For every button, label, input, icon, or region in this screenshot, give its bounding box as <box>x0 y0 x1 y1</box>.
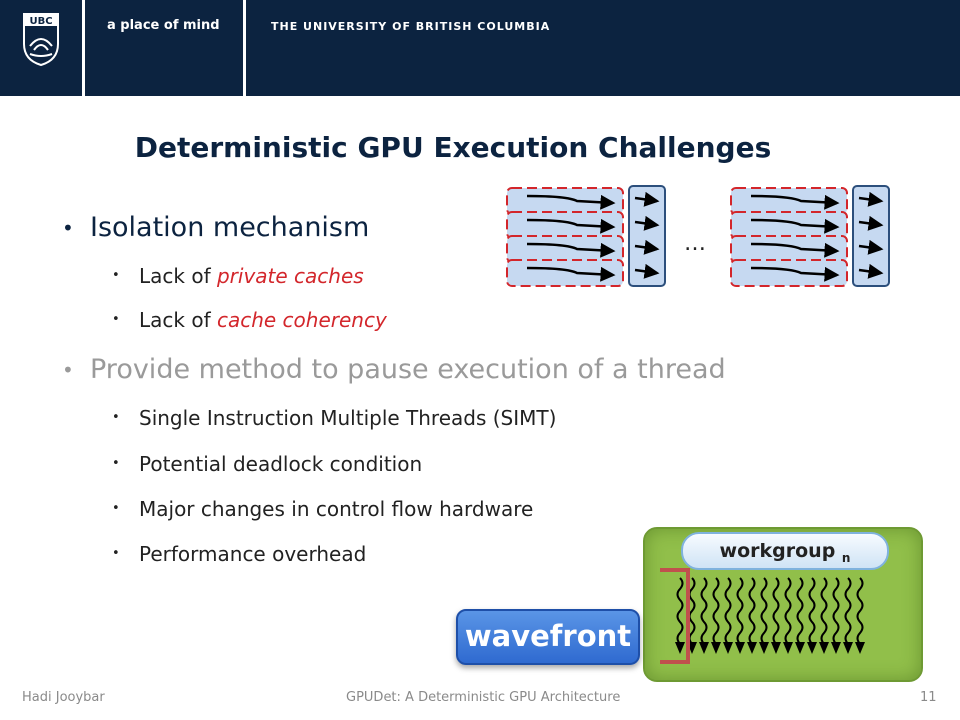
bullet-dot-icon: • <box>112 501 120 516</box>
thread-arrow <box>526 266 616 282</box>
slide-title: Deterministic GPU Execution Challenges <box>134 131 772 164</box>
bullet-dot-icon: • <box>62 216 74 240</box>
thread-arrowhead <box>699 642 709 654</box>
thread-wave <box>676 577 684 645</box>
thread-lane <box>506 235 624 263</box>
bullet-highlight: private caches <box>216 264 364 288</box>
compute-unit-left <box>506 185 666 287</box>
thread-arrowhead <box>759 642 769 654</box>
workgroup-label: workgroup n <box>681 532 889 570</box>
thread-waves <box>660 568 865 664</box>
scheduler-column <box>852 185 890 287</box>
scheduler-arrow <box>858 215 884 231</box>
header-bar: UBC a place of mind THE UNIVERSITY OF BR… <box>0 0 960 96</box>
scheduler-arrow <box>634 263 660 279</box>
thread-wave <box>844 577 852 645</box>
header-divider <box>82 0 85 96</box>
bullet-text: Single Instruction Multiple Threads (SIM… <box>139 406 557 430</box>
scheduler-column <box>628 185 666 287</box>
thread-arrowhead <box>843 642 853 654</box>
thread-wave <box>784 577 792 645</box>
thread-wave <box>772 577 780 645</box>
bullet-dot-icon: • <box>112 456 120 471</box>
thread-wave <box>724 577 732 645</box>
scheduler-arrow <box>858 239 884 255</box>
thread-wave <box>796 577 804 645</box>
scheduler-arrow <box>634 215 660 231</box>
thread-arrow <box>526 194 616 210</box>
thread-lane <box>506 187 624 215</box>
thread-arrow <box>750 266 840 282</box>
thread-wave <box>736 577 744 645</box>
thread-arrow <box>750 194 840 210</box>
thread-arrow <box>750 218 840 234</box>
bullet-text: Isolation mechanism <box>90 212 370 243</box>
thread-lane <box>730 259 848 287</box>
thread-arrowhead <box>807 642 817 654</box>
thread-arrowhead <box>711 642 721 654</box>
thread-arrowhead <box>831 642 841 654</box>
thread-wave <box>700 577 708 645</box>
header-divider <box>243 0 246 96</box>
university-name: THE UNIVERSITY OF BRITISH COLUMBIA <box>271 20 551 33</box>
thread-lane <box>506 259 624 287</box>
thread-arrow <box>750 242 840 258</box>
thread-wave <box>820 577 828 645</box>
bullet-highlight: cache coherency <box>216 308 387 332</box>
bullet-dot-icon: • <box>112 410 120 425</box>
thread-lane <box>730 235 848 263</box>
compute-unit-right <box>730 185 890 287</box>
thread-arrowhead <box>819 642 829 654</box>
thread-arrowhead <box>855 642 865 654</box>
page-number: 11 <box>920 690 937 705</box>
wavefront-label: wavefront <box>456 609 640 665</box>
bullet-prefix: Lack of <box>139 308 217 332</box>
thread-wave <box>832 577 840 645</box>
thread-lane <box>730 187 848 215</box>
scheduler-arrow <box>858 263 884 279</box>
thread-arrow <box>526 242 616 258</box>
scheduler-arrow <box>858 191 884 207</box>
thread-arrowhead <box>675 642 685 654</box>
tagline: a place of mind <box>107 18 220 33</box>
thread-arrowhead <box>723 642 733 654</box>
bullet-text: Potential deadlock condition <box>139 452 423 476</box>
ubc-crest-icon: UBC <box>23 13 59 66</box>
thread-lane <box>506 211 624 239</box>
thread-arrowhead <box>771 642 781 654</box>
bullet-text: Provide method to pause execution of a t… <box>90 354 726 385</box>
thread-arrowhead <box>795 642 805 654</box>
workgroup-subscript: n <box>841 550 851 565</box>
thread-wave <box>856 577 864 645</box>
bullet-dot-icon: • <box>112 268 120 283</box>
bullet-dot-icon: • <box>62 358 74 382</box>
thread-wave <box>688 577 696 645</box>
scheduler-arrow <box>634 191 660 207</box>
thread-lane <box>730 211 848 239</box>
workgroup-label-text: workgroup <box>719 540 836 562</box>
bullet-text: Major changes in control flow hardware <box>139 497 534 521</box>
thread-arrowhead <box>747 642 757 654</box>
thread-arrowhead <box>783 642 793 654</box>
thread-arrowhead <box>735 642 745 654</box>
thread-wave <box>760 577 768 645</box>
thread-wave <box>808 577 816 645</box>
footer-author: Hadi Jooybar <box>22 690 105 705</box>
thread-wave <box>712 577 720 645</box>
diagram-ellipsis: … <box>684 231 706 256</box>
bullet-prefix: Lack of <box>139 264 217 288</box>
bullet-text: Performance overhead <box>139 542 367 566</box>
bullet-dot-icon: • <box>112 312 120 327</box>
footer-presentation-title: GPUDet: A Deterministic GPU Architecture <box>346 690 621 705</box>
bullet-dot-icon: • <box>112 546 120 561</box>
wavefront-highlight-box <box>660 568 690 664</box>
compute-unit-diagram: … <box>506 185 890 287</box>
scheduler-arrow <box>634 239 660 255</box>
thread-arrow <box>526 218 616 234</box>
thread-wave <box>748 577 756 645</box>
university-badge-text: UBC <box>29 16 52 27</box>
